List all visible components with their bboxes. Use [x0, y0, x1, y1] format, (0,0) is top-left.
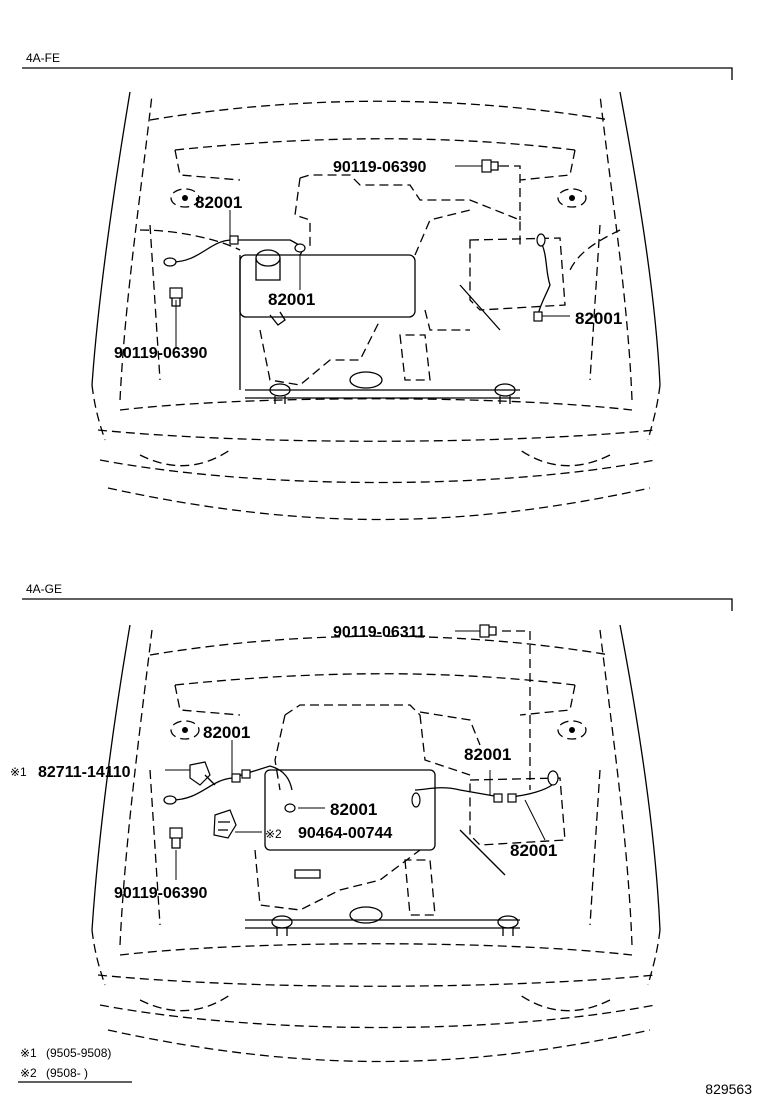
vehicle-outline [91, 624, 661, 1063]
ground-cables [163, 165, 570, 348]
vehicle-outline [91, 91, 661, 521]
label-bolt-top: 90119-06390 [333, 159, 427, 176]
label-bolt-left: 90119-06390 [114, 345, 208, 362]
label-ground-right-upper: 82001 [464, 745, 511, 764]
note-1-mark: ※1 [20, 1046, 37, 1060]
section-title-4a-ge: 4A‑GE [26, 582, 62, 596]
sensor-82711-14110[interactable] [189, 761, 216, 786]
figure-number: 829563 [705, 1081, 752, 1097]
label-sensor: 82711-14110 [38, 764, 131, 781]
label-ground-center: 82001 [268, 290, 315, 309]
label-ground-center: 82001 [330, 800, 377, 819]
notes: ※1 (9505-9508) ※2 (9508- ) [18, 1046, 132, 1083]
section-4a-fe: 4A‑FE [22, 51, 733, 521]
label-ground-left: 82001 [203, 723, 250, 742]
note-2-mark: ※2 [20, 1066, 37, 1080]
section-bracket [22, 67, 733, 80]
note-1-text: (9505-9508) [46, 1046, 111, 1060]
label-ground-right: 82001 [575, 309, 622, 328]
label-sensor-mark: ※1 [10, 765, 27, 779]
label-bolt-top: 90119-06311 [333, 624, 426, 641]
section-4a-ge: 4A‑GE [10, 582, 733, 1063]
bolt-90119-06390-left[interactable] [169, 287, 183, 307]
label-ground-right-lower: 82001 [510, 841, 557, 860]
clamp-90464-00744[interactable] [213, 809, 237, 839]
section-bracket [22, 598, 733, 611]
note-2-text: (9508- ) [46, 1066, 88, 1080]
label-clamp-mark: ※2 [265, 827, 282, 841]
label-ground-left: 82001 [195, 193, 242, 212]
label-clamp: 90464-00744 [298, 825, 392, 842]
bolt-90119-06311-top[interactable] [479, 624, 497, 638]
bolt-90119-06390-top[interactable] [481, 159, 505, 173]
ground-cables [163, 630, 559, 880]
bolt-90119-06390-left[interactable] [169, 827, 183, 849]
engine-block [245, 704, 566, 936]
section-title-4a-fe: 4A‑FE [26, 51, 60, 65]
label-bolt-left: 90119-06390 [114, 885, 208, 902]
